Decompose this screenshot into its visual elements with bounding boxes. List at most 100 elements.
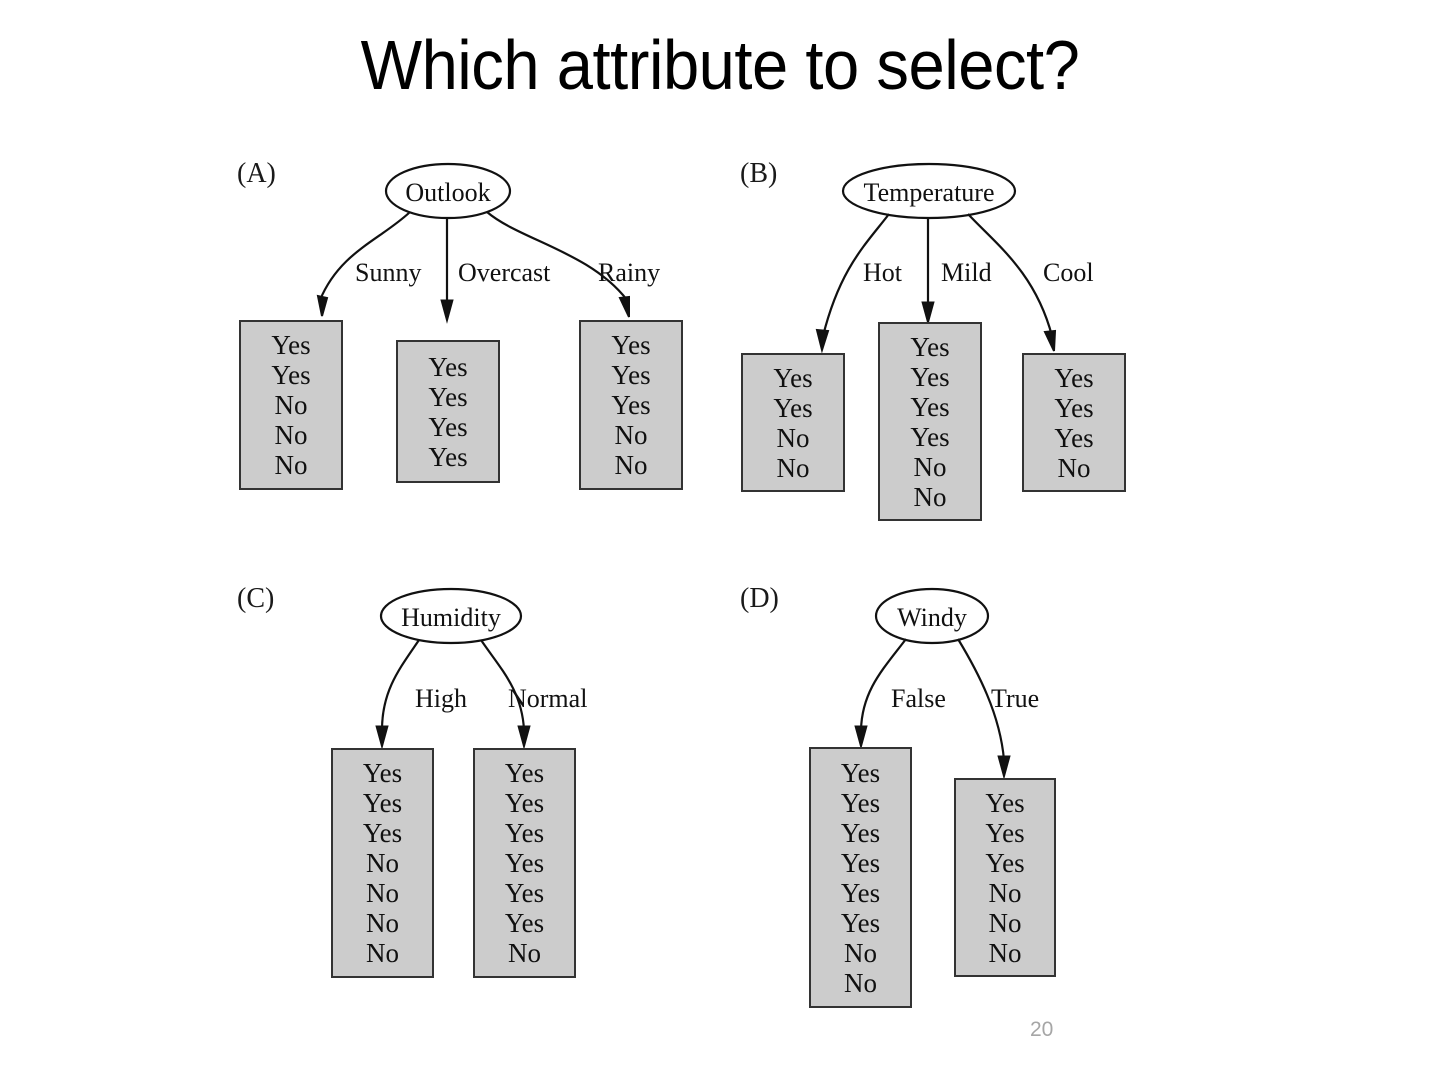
panel-a-edge-label-overcast: Overcast (458, 258, 551, 287)
leaf-value: No (274, 450, 308, 480)
panel-d-edge-label-true: True (991, 684, 1040, 713)
leaf-value: No (614, 450, 648, 480)
panel-b-arrow-3 (1043, 329, 1057, 352)
leaf-value: Yes (428, 411, 468, 442)
panel-b-tag: (B) (740, 158, 778, 189)
leaf-value: Yes (362, 818, 403, 848)
leaf-value: Yes (773, 362, 813, 393)
leaf-value: No (366, 908, 399, 938)
panel-a-arrow-2 (440, 299, 454, 324)
leaf-value: No (913, 451, 947, 482)
panel-c-edge-label-high: High (415, 684, 467, 713)
leaf-value: Yes (1054, 422, 1094, 453)
leaf-value: Yes (362, 758, 403, 788)
panel-b-root-label: Temperature (863, 178, 995, 207)
leaf-value: Yes (504, 848, 545, 878)
panel-c-arrow-2 (517, 725, 531, 750)
panel-b-edge-label-mild: Mild (941, 258, 992, 287)
leaf-value: Yes (840, 817, 881, 848)
leaf-value: Yes (840, 787, 881, 818)
leaf-value: No (844, 937, 877, 968)
panel-b-arrow-1 (815, 328, 830, 354)
panel-b-arrow-2 (921, 301, 935, 326)
leaf-value: Yes (504, 908, 545, 938)
panel-c-arrow-1 (375, 725, 389, 750)
leaf-value: No (776, 452, 810, 483)
leaf-value: Yes (840, 907, 881, 938)
leaf-value: No (274, 420, 308, 450)
leaf-value: Yes (271, 360, 311, 390)
panel-d-arrow-1 (854, 725, 868, 750)
leaf-value: No (988, 877, 1022, 908)
panel-d-edge-label-false: False (891, 684, 946, 713)
leaf-value: No (988, 937, 1022, 968)
leaf-value: No (1057, 452, 1091, 483)
leaf-value: No (508, 938, 541, 968)
panel-c-tag: (C) (237, 583, 275, 614)
panel-b-edge-label-hot: Hot (863, 258, 902, 287)
leaf-value: Yes (840, 847, 881, 878)
panel-d-tag: (D) (740, 583, 779, 614)
panel-a-arrow-1 (316, 294, 329, 317)
leaf-value: No (274, 390, 308, 420)
leaf-value: Yes (504, 818, 545, 848)
leaf-value: Yes (1054, 392, 1094, 423)
panel-d-arrow-2 (997, 755, 1011, 780)
leaf-value: No (988, 907, 1022, 938)
page-title: Which attribute to select? (360, 26, 1080, 104)
panel-c-root-label: Humidity (401, 603, 501, 632)
leaf-value: No (366, 938, 399, 968)
panel-a-arrow-3 (618, 295, 630, 318)
leaf-value: Yes (985, 787, 1025, 818)
leaf-value: Yes (504, 758, 545, 788)
leaf-value: Yes (611, 390, 651, 420)
leaf-value: Yes (910, 421, 950, 452)
leaf-value: Yes (504, 878, 545, 908)
panel-a-tag: (A) (237, 158, 276, 189)
leaf-value: Yes (611, 330, 651, 360)
leaf-value: No (776, 422, 810, 453)
panel-c-edge-label-normal: Normal (508, 684, 588, 713)
panel-c-edge-1 (380, 639, 420, 731)
leaf-value: No (366, 848, 399, 878)
leaf-value: No (366, 878, 399, 908)
page-number: 20 (1030, 1018, 1054, 1041)
leaf-value: Yes (773, 392, 813, 423)
leaf-value: Yes (428, 381, 468, 412)
leaf-value: Yes (362, 788, 403, 818)
leaf-value: Yes (1054, 362, 1094, 393)
panel-a-edge-label-rainy: Rainy (598, 258, 661, 287)
panel-a-edge-label-sunny: Sunny (355, 258, 422, 287)
leaf-value: Yes (611, 360, 651, 390)
panel-d-root-label: Windy (897, 603, 967, 632)
leaf-value: Yes (271, 330, 311, 360)
leaf-value: Yes (910, 391, 950, 422)
leaf-value: No (614, 420, 648, 450)
leaf-value: Yes (985, 817, 1025, 848)
panel-a-root-label: Outlook (405, 178, 491, 207)
leaf-value: Yes (985, 847, 1025, 878)
panel-b-edge-label-cool: Cool (1043, 258, 1094, 287)
leaf-value: Yes (840, 757, 881, 788)
leaf-value: Yes (840, 877, 881, 908)
leaf-value: No (913, 481, 947, 512)
leaf-value: Yes (910, 361, 950, 392)
leaf-value: Yes (428, 441, 468, 472)
leaf-value: Yes (428, 351, 468, 382)
leaf-value: Yes (504, 788, 545, 818)
